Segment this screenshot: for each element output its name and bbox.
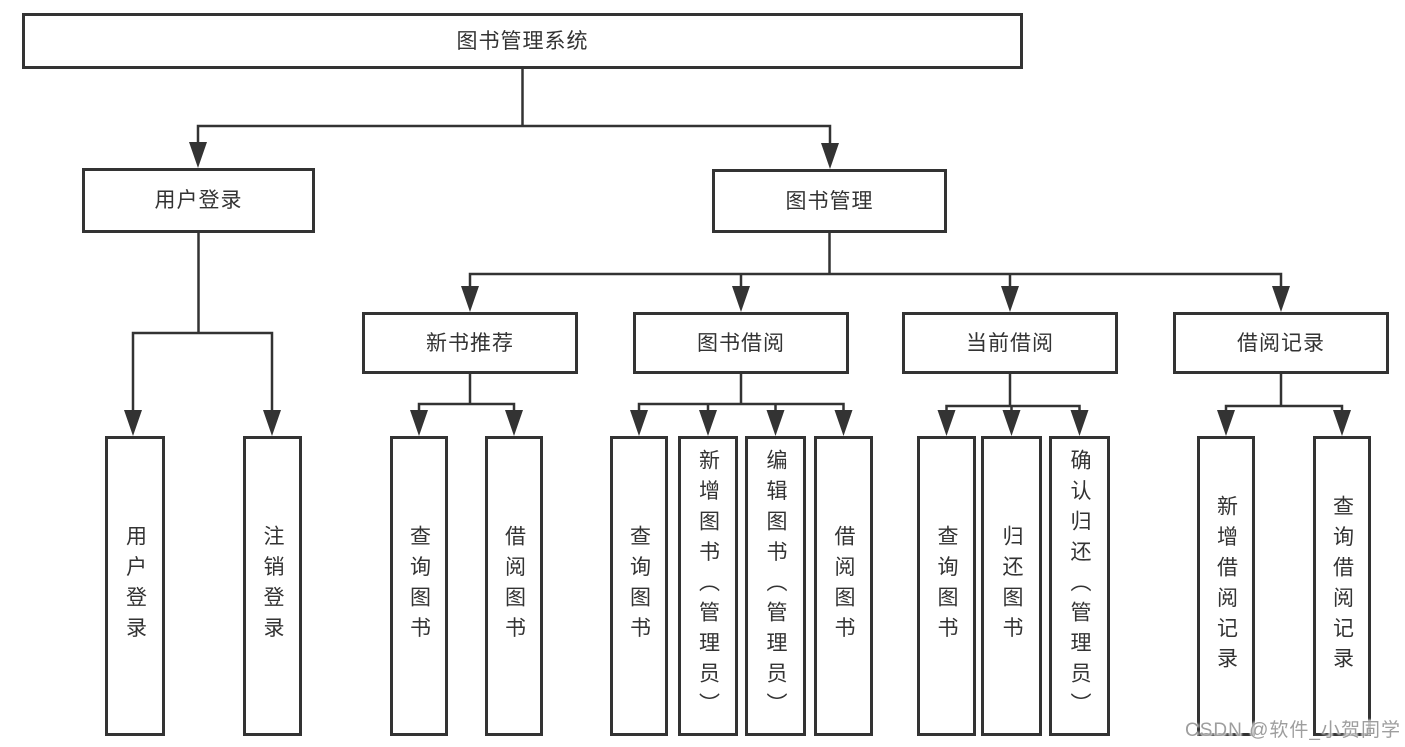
node-book-borrowing-label: 图书借阅 <box>697 331 785 355</box>
leaf-logout: 注销登录 <box>243 436 302 736</box>
leaf-query-books-current: 查询图书 <box>917 436 976 736</box>
leaf-return-books: 归还图书 <box>981 436 1042 736</box>
watermark-text: CSDN @软件_小贺同学 <box>1185 720 1401 741</box>
connector-lines <box>131 67 1344 416</box>
node-current-borrowing-label: 当前借阅 <box>966 331 1054 355</box>
leaf-user-login: 用户登录 <box>105 436 165 736</box>
watermark: CSDN @软件_小贺同学 <box>1185 715 1401 742</box>
leaf-edit-books-admin: 编辑图书（管理员） <box>745 436 806 736</box>
leaf-query-books-recommend: 查询图书 <box>390 436 448 736</box>
node-borrowing-records: 借阅记录 <box>1173 312 1389 374</box>
node-borrowing-records-label: 借阅记录 <box>1237 331 1325 355</box>
connector-arrowheads <box>124 142 1351 436</box>
node-user-login-label: 用户登录 <box>154 189 243 212</box>
node-new-book-recommend-label: 新书推荐 <box>426 331 514 355</box>
leaf-user-login-label: 用户登录 <box>123 525 147 647</box>
leaf-add-borrow-record: 新增借阅记录 <box>1197 436 1255 736</box>
leaf-borrow-books: 借阅图书 <box>814 436 873 736</box>
leaf-add-books-admin-label: 新增图书（管理员） <box>696 448 720 724</box>
leaf-add-borrow-record-label: 新增借阅记录 <box>1214 494 1238 678</box>
leaf-query-books-current-label: 查询图书 <box>935 525 958 647</box>
leaf-borrow-books-recommend-label: 借阅图书 <box>502 525 526 647</box>
node-root: 图书管理系统 <box>22 13 1023 69</box>
leaf-query-books-recommend-label: 查询图书 <box>407 525 431 647</box>
node-book-borrowing: 图书借阅 <box>633 312 849 374</box>
leaf-confirm-return-admin: 确认归还（管理员） <box>1049 436 1110 736</box>
leaf-query-borrow-record: 查询借阅记录 <box>1313 436 1371 736</box>
leaf-borrow-books-label: 借阅图书 <box>832 525 855 647</box>
node-current-borrowing: 当前借阅 <box>902 312 1118 374</box>
leaf-logout-label: 注销登录 <box>261 525 284 647</box>
leaf-query-books-borrow: 查询图书 <box>610 436 668 736</box>
node-root-label: 图书管理系统 <box>456 29 589 53</box>
leaf-confirm-return-admin-label: 确认归还（管理员） <box>1068 448 1091 724</box>
leaf-edit-books-admin-label: 编辑图书（管理员） <box>764 448 787 724</box>
node-user-login: 用户登录 <box>82 168 315 233</box>
leaf-add-books-admin: 新增图书（管理员） <box>678 436 738 736</box>
leaf-return-books-label: 归还图书 <box>1000 525 1023 647</box>
node-book-management: 图书管理 <box>712 169 947 233</box>
leaf-borrow-books-recommend: 借阅图书 <box>485 436 543 736</box>
leaf-query-books-borrow-label: 查询图书 <box>627 525 651 647</box>
leaf-query-borrow-record-label: 查询借阅记录 <box>1330 494 1354 678</box>
node-new-book-recommend: 新书推荐 <box>362 312 578 374</box>
node-book-management-label: 图书管理 <box>785 189 874 213</box>
